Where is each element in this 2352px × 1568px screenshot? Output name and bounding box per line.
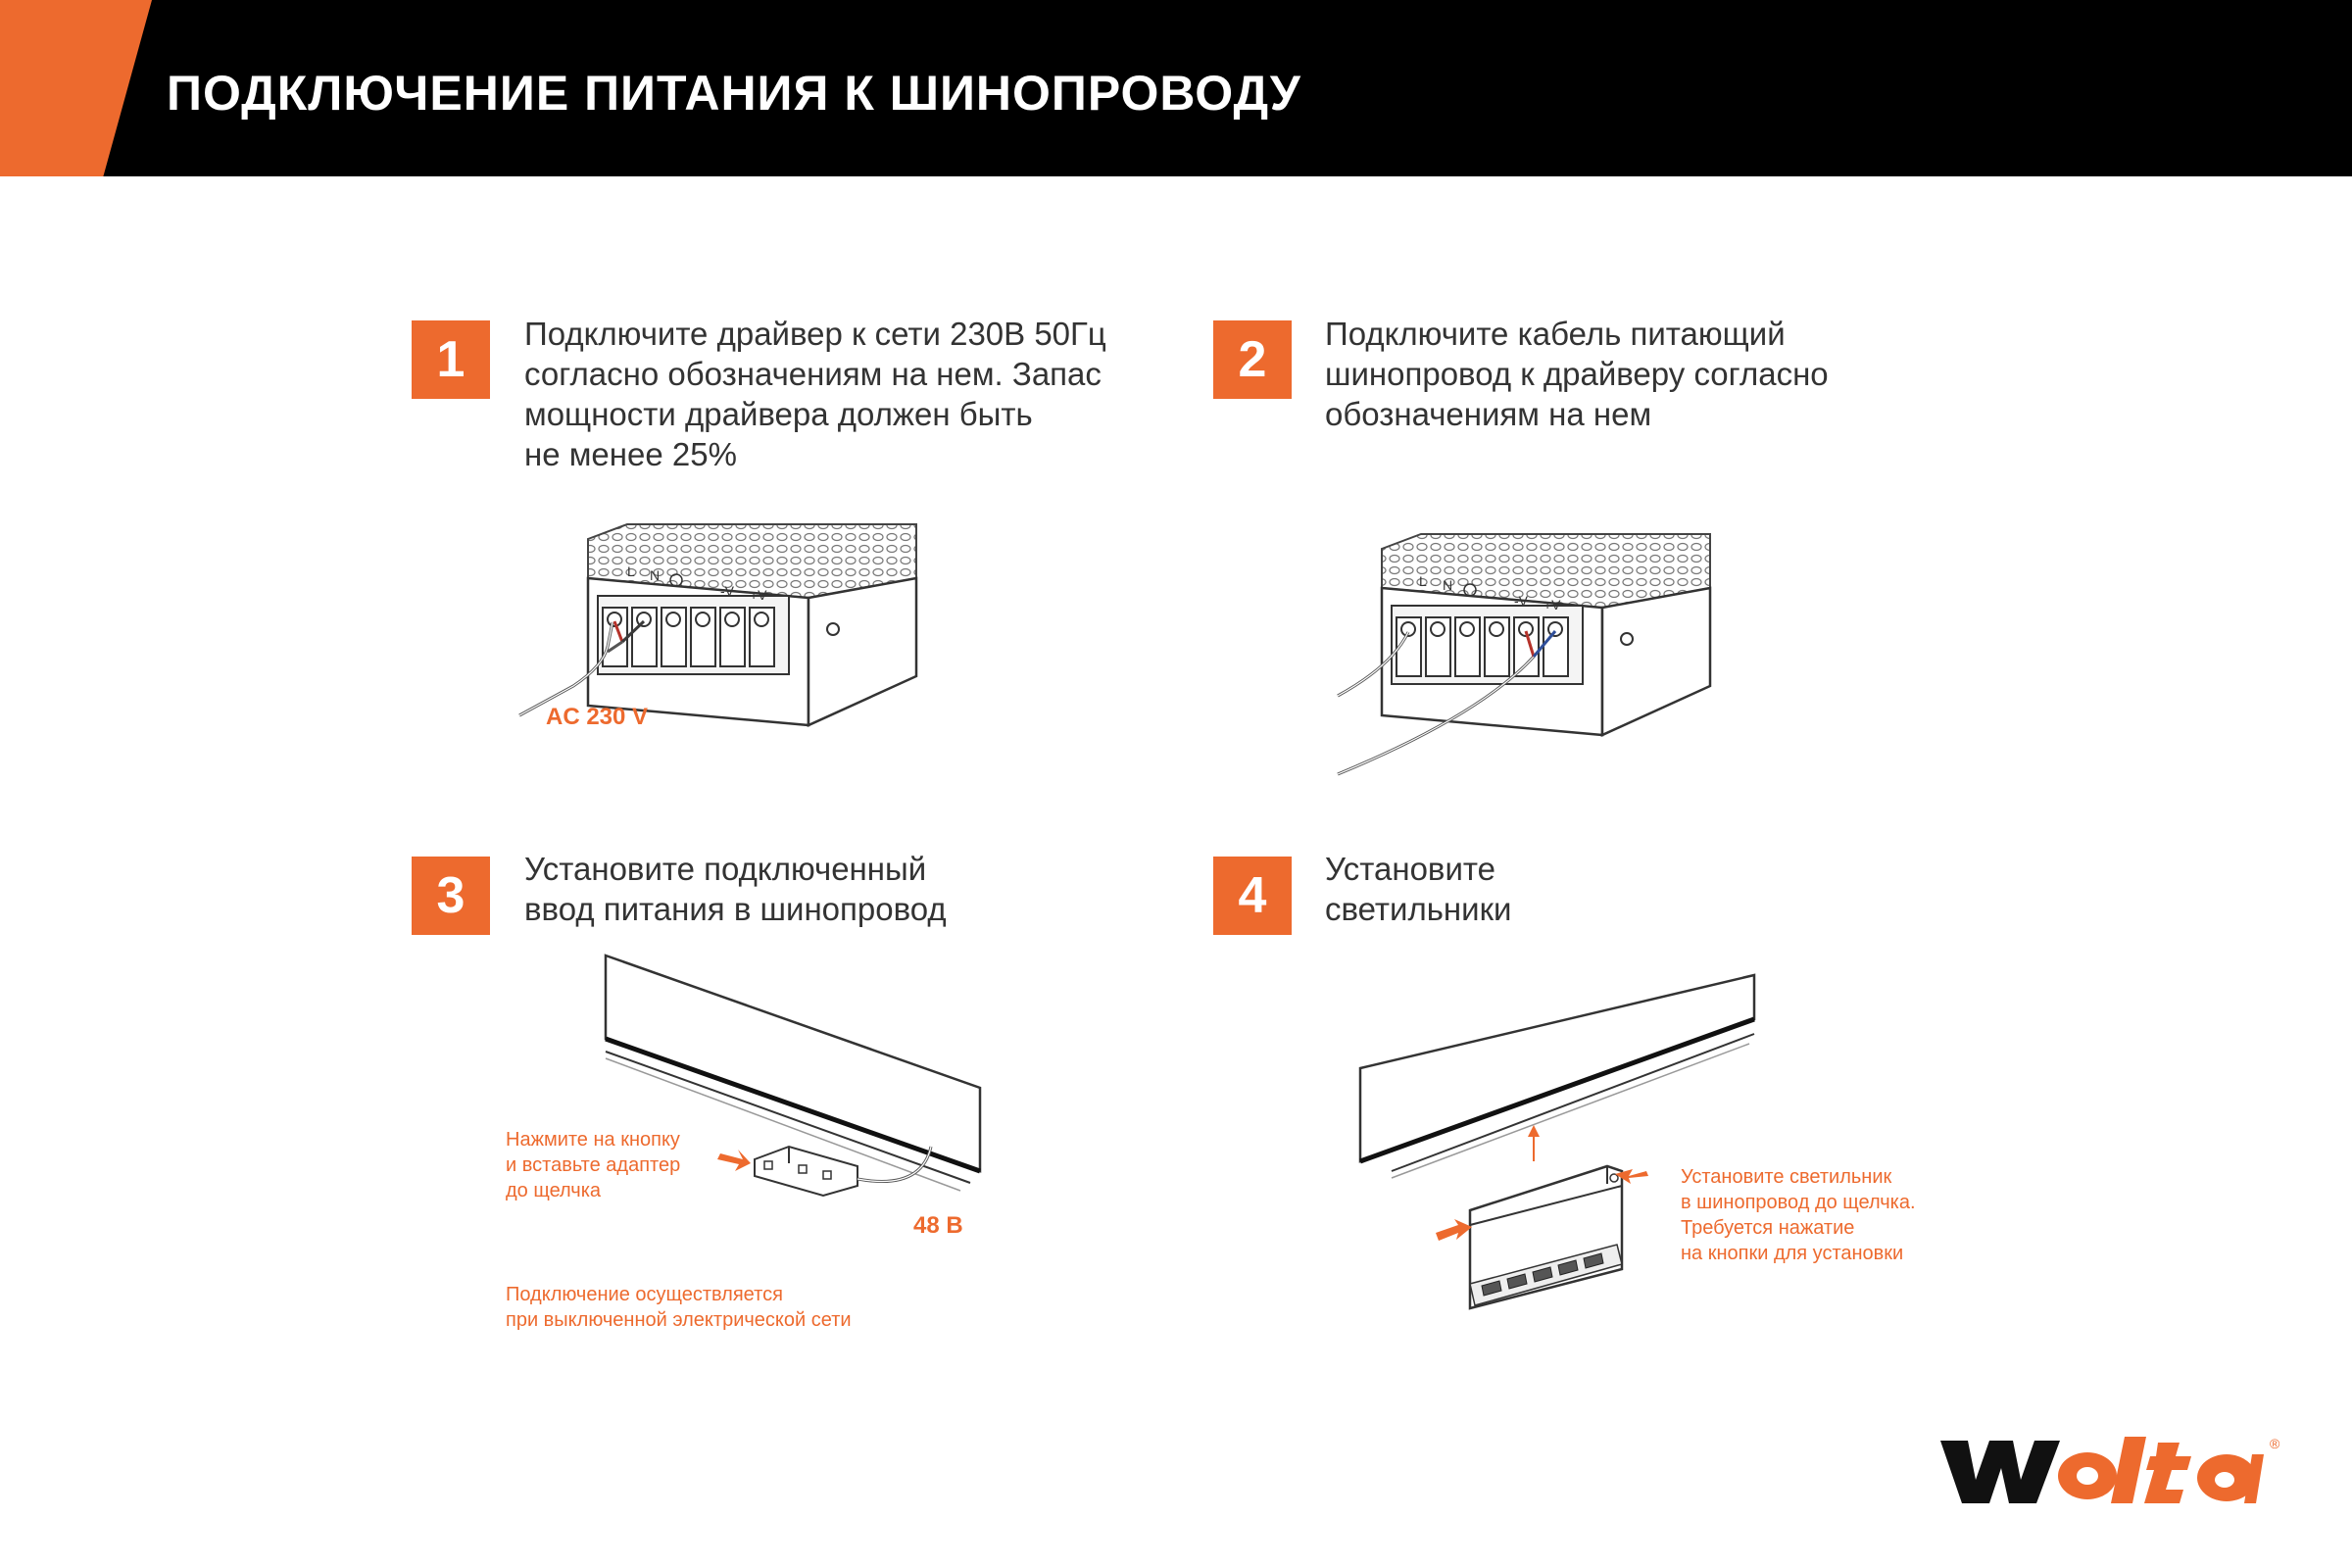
step-2-number: 2 <box>1213 320 1292 399</box>
fig3-power-note: Подключение осуществляется при выключенн… <box>506 1284 852 1331</box>
label-minus-v: -V <box>720 583 735 599</box>
fig4-note: Установите светильник в шинопровод до ще… <box>1681 1166 1916 1264</box>
arrow-left-press-icon <box>1436 1219 1472 1241</box>
step-3-number: 3 <box>412 857 490 935</box>
label-n-2: N <box>1443 577 1452 593</box>
header-accent-stripe <box>0 0 152 176</box>
step-2-text: Подключите кабель питающий шинопровод к … <box>1325 316 1829 432</box>
label-l: L <box>627 564 635 579</box>
wolta-logo-mark: ® <box>1940 1436 2280 1503</box>
page-title: ПОДКЛЮЧЕНИЕ ПИТАНИЯ К ШИНОПРОВОДУ <box>167 66 1301 121</box>
label-minus-v-2: -V <box>1514 593 1529 609</box>
fig3-press-note: Нажмите на кнопку и вставьте адаптер до … <box>506 1129 681 1201</box>
registered-mark: ® <box>2270 1436 2280 1451</box>
label-n: N <box>650 567 660 583</box>
fig1-voltage-tag: AC 230 V <box>546 704 649 730</box>
ground-icon-2 <box>1463 583 1477 597</box>
arrow-icon <box>717 1150 751 1171</box>
step-1-text: Подключите драйвер к сети 230В 50Гц согл… <box>524 316 1106 472</box>
track-adapter-illustration <box>604 954 982 1198</box>
label-l-2: L <box>1419 573 1427 589</box>
step-4-number: 4 <box>1213 857 1292 935</box>
fig3-voltage-tag: 48 В <box>913 1212 963 1239</box>
arrow-up-icon <box>1528 1125 1540 1137</box>
driver-dc-illustration: L N -V +V <box>1337 533 1712 776</box>
ground-icon <box>669 573 683 587</box>
header-bar: ПОДКЛЮЧЕНИЕ ПИТАНИЯ К ШИНОПРОВОДУ <box>0 0 2352 176</box>
step-4-text: Установите светильники <box>1325 851 1512 927</box>
step-3-text: Установите подключенный ввод питания в ш… <box>524 851 947 927</box>
label-plus-v-2: +V <box>1544 597 1561 612</box>
driver-ac-illustration: L N -V +V <box>518 523 918 727</box>
wolta-logo: ® <box>1940 1433 2293 1516</box>
arrow-right-press-icon <box>1615 1169 1648 1184</box>
step-1-number: 1 <box>412 320 490 399</box>
label-plus-v: +V <box>750 587 767 603</box>
track-luminaire-illustration <box>1358 973 1756 1310</box>
